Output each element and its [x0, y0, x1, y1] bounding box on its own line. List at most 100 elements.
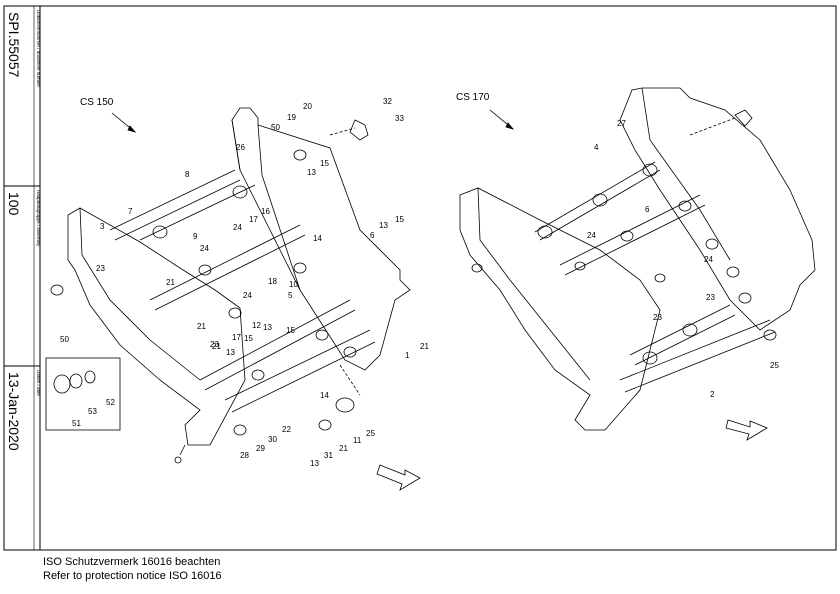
roller: [574, 261, 586, 271]
callout: 33: [395, 114, 404, 123]
callout: 21: [166, 278, 175, 287]
callouts-left: 32 33 20 19 50 26 15 13 8 7 16 17 24 9 3…: [96, 97, 429, 468]
callout: 4: [594, 143, 599, 152]
callout: 15: [244, 334, 253, 343]
callout: 17: [249, 215, 258, 224]
callout: 10: [289, 280, 298, 289]
callout: 15: [320, 159, 329, 168]
protection-notice-en: Refer to protection notice ISO 16016: [43, 570, 222, 582]
callout: 18: [268, 277, 277, 286]
callout: 13: [307, 168, 316, 177]
cross-tube-upper: [109, 169, 241, 241]
callout: 26: [236, 143, 245, 152]
callout: 20: [303, 102, 312, 111]
callout: 14: [320, 391, 329, 400]
assembly-label: Hauptbaugruppe / assembly: [36, 190, 41, 247]
callout: 17: [232, 333, 241, 342]
date-value: 13-Jan-2020: [6, 372, 22, 451]
cross-beam-front: [224, 329, 376, 413]
inset-part-50: 50 51 53 52: [45, 335, 121, 431]
roller: [705, 238, 719, 250]
callout: 11: [353, 436, 362, 445]
callout: 24: [233, 223, 242, 232]
date-label: Datum / date: [36, 370, 41, 396]
callout: 29: [256, 444, 265, 453]
callout: 21: [420, 342, 429, 351]
view-title-cs150: CS 150: [80, 97, 114, 108]
drawing-border: [3, 5, 837, 551]
document-number-label: Dokumentnummer / document number: [36, 10, 41, 88]
roller: [198, 264, 212, 276]
shaft-7: [139, 184, 256, 241]
inset-label: 50: [60, 335, 69, 344]
view-cs150: CS 150: [50, 97, 421, 491]
callout: 30: [268, 435, 277, 444]
callout: 14: [313, 234, 322, 243]
roller: [682, 323, 698, 337]
callout: 21: [197, 322, 206, 331]
callout: 13: [263, 323, 272, 332]
cross-tube-lower: [199, 299, 356, 391]
callout: 27: [617, 119, 626, 128]
side-plate-right-view: [619, 87, 816, 331]
cross-tube-right: [559, 194, 706, 276]
callout: 23: [96, 264, 105, 273]
callout: 23: [653, 313, 662, 322]
cross-beam-right: [619, 319, 776, 393]
callout: 21: [339, 444, 348, 453]
callout: 1: [405, 351, 410, 360]
callouts-right: 27 4 6 24 24 23 23 25 2: [587, 119, 779, 399]
callout: 21: [212, 342, 221, 351]
callout: 13: [226, 348, 235, 357]
roller: [251, 369, 265, 381]
roller: [738, 292, 752, 304]
roller: [726, 266, 740, 278]
callout: 5: [288, 291, 293, 300]
callout: 15: [395, 215, 404, 224]
callout: 13: [379, 221, 388, 230]
document-number: SPI.55057: [6, 12, 22, 78]
inset-part-52: 52: [106, 398, 115, 407]
shaft-4: [534, 161, 656, 233]
assembly-number: 100: [6, 192, 22, 216]
callout: 8: [185, 170, 190, 179]
roller: [228, 307, 242, 319]
roller: [293, 262, 307, 274]
side-rail-right-view: [459, 187, 661, 431]
roller: [654, 273, 666, 283]
callout: 16: [261, 207, 270, 216]
inset-part-51: 51: [72, 419, 81, 428]
callout: 24: [704, 255, 713, 264]
direction-arrow-right: [725, 419, 768, 441]
callout: 13: [310, 459, 319, 468]
view-title-cs170: CS 170: [456, 92, 490, 103]
callout: 31: [324, 451, 333, 460]
protection-notice-de: ISO Schutzvermerk 16016 beachten: [43, 556, 221, 568]
callout: 23: [706, 293, 715, 302]
roller: [233, 424, 247, 436]
callout: 3: [100, 222, 105, 231]
callout: 15: [286, 326, 295, 335]
callout: 25: [770, 361, 779, 370]
callout: 25: [366, 429, 375, 438]
callout: 19: [287, 113, 296, 122]
callout: 32: [383, 97, 392, 106]
roller: [620, 230, 634, 242]
callout: 6: [370, 231, 375, 240]
roller: [642, 351, 658, 365]
roller: [343, 346, 357, 358]
roller: [678, 200, 692, 212]
callout: 24: [243, 291, 252, 300]
view-cs170: CS 170: [456, 87, 816, 441]
roller: [763, 329, 777, 341]
callout: 28: [240, 451, 249, 460]
callout: 50: [271, 123, 280, 132]
callout: 7: [128, 207, 133, 216]
callout: 24: [587, 231, 596, 240]
side-rail-left-view: [67, 207, 246, 446]
callout: 24: [200, 244, 209, 253]
cross-tube-middle: [149, 224, 306, 311]
callout: 9: [193, 232, 198, 241]
callout: 22: [282, 425, 291, 434]
